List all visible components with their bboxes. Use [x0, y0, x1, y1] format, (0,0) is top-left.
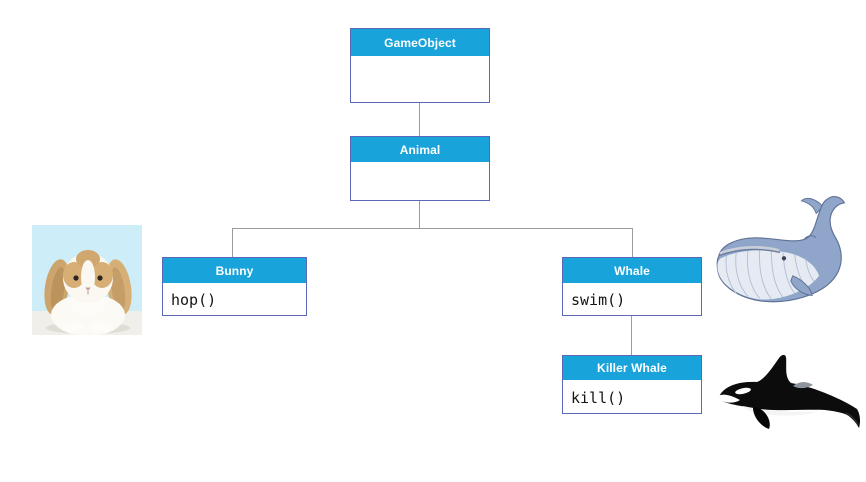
- connector-gameobject-animal: [419, 103, 420, 136]
- connector-to-bunny: [232, 228, 233, 257]
- class-header-whale: Whale: [563, 258, 701, 285]
- class-box-gameobject: GameObject: [350, 28, 490, 103]
- class-title: Killer Whale: [597, 361, 667, 375]
- bunny-photo: [32, 225, 142, 335]
- killer-whale-illustration: [713, 351, 862, 431]
- class-header-gameobject: GameObject: [351, 29, 489, 58]
- class-methods: swim(): [571, 291, 626, 309]
- class-title: Whale: [614, 263, 650, 278]
- class-body-animal: [351, 164, 489, 200]
- class-methods: kill(): [571, 388, 626, 407]
- class-body-gameobject: [351, 58, 489, 102]
- class-title: GameObject: [384, 35, 456, 50]
- class-title: Animal: [399, 142, 441, 157]
- class-box-whale: Whale swim(): [562, 257, 702, 316]
- class-box-animal: Animal: [350, 136, 490, 201]
- class-body-whale: swim(): [563, 285, 701, 315]
- class-header-bunny: Bunny: [163, 258, 306, 285]
- class-title: Bunny: [215, 263, 254, 278]
- class-header-killer-whale: Killer Whale: [563, 356, 701, 382]
- class-body-bunny: hop(): [163, 285, 306, 315]
- class-body-killer-whale: kill(): [563, 382, 701, 413]
- connector-animal-stem: [419, 201, 420, 228]
- connector-branch-bar: [232, 228, 633, 229]
- connector-whale-killerwhale: [631, 316, 632, 355]
- connector-to-whale: [632, 228, 633, 257]
- blue-whale-illustration: [705, 194, 862, 308]
- class-methods: hop(): [171, 291, 217, 309]
- class-box-bunny: Bunny hop(): [162, 257, 307, 316]
- class-box-killer-whale: Killer Whale kill(): [562, 355, 702, 414]
- class-header-animal: Animal: [351, 137, 489, 164]
